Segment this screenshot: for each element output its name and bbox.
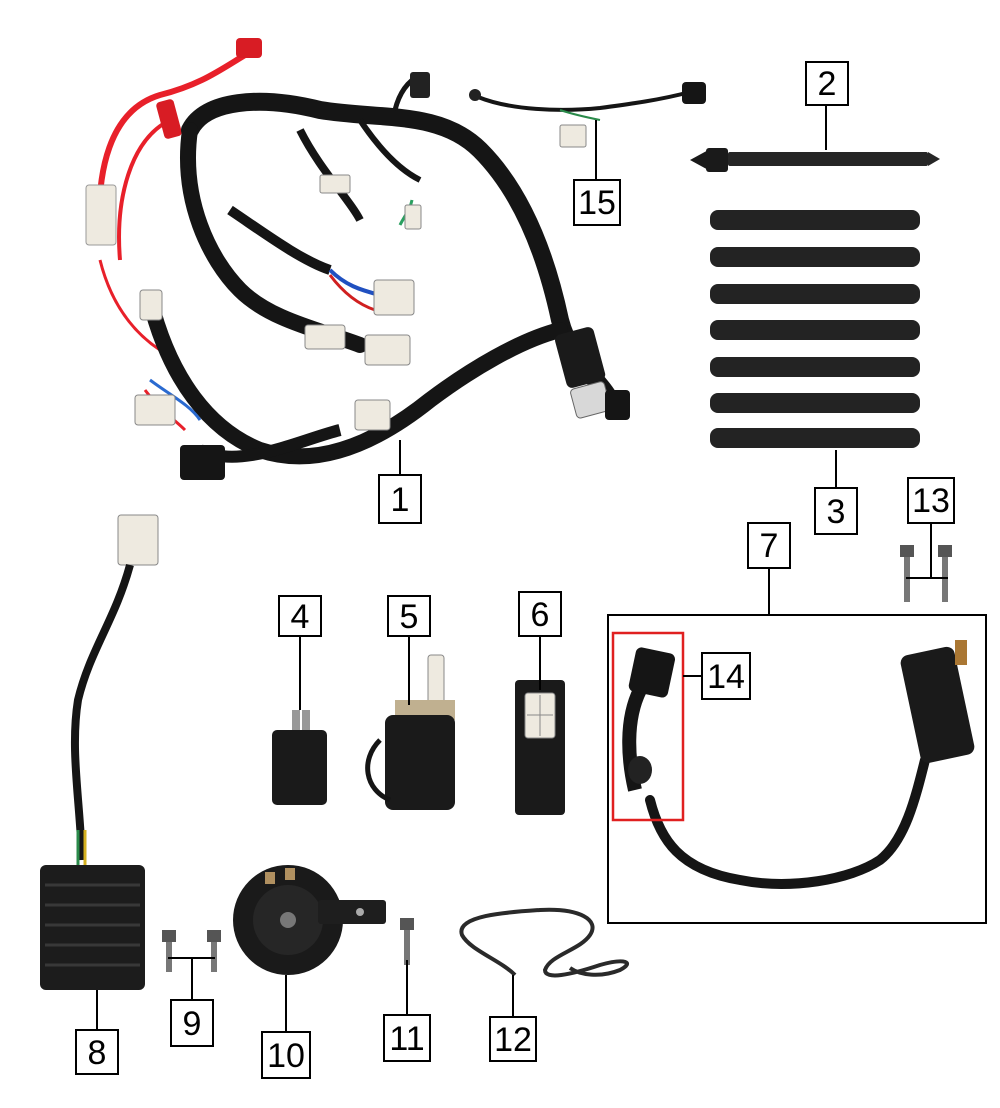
lead-wire-15 (469, 82, 706, 148)
flasher-relay-4 (272, 710, 327, 805)
callout-2: 2 (805, 61, 849, 106)
callout-9-label: 9 (183, 1005, 202, 1043)
bolts-13 (900, 545, 952, 602)
bolt-11 (400, 918, 414, 965)
callout-10-label: 10 (267, 1037, 305, 1075)
callout-7: 7 (747, 522, 791, 569)
callout-14: 14 (701, 652, 751, 700)
group-frame-7 (607, 614, 987, 924)
callout-15-label: 15 (578, 184, 616, 222)
highlight-frame-14 (611, 631, 685, 822)
leader-lines (96, 105, 948, 1032)
callout-15: 15 (573, 179, 621, 226)
clip-12 (459, 907, 629, 978)
cable-ties-3 (710, 210, 920, 448)
callout-5-label: 5 (400, 598, 419, 636)
callout-2-label: 2 (818, 65, 837, 103)
cable-tie-2 (690, 148, 940, 172)
callout-3: 3 (814, 487, 858, 535)
callout-8: 8 (75, 1029, 119, 1075)
callout-6: 6 (518, 591, 562, 637)
callout-11: 11 (383, 1014, 431, 1062)
regulator-rectifier-8 (40, 514, 159, 990)
callout-12-label: 12 (494, 1021, 532, 1059)
callout-12: 12 (489, 1016, 537, 1062)
callout-1: 1 (378, 474, 422, 524)
wiring-harness (85, 38, 630, 480)
callout-10: 10 (261, 1031, 311, 1079)
callout-4-label: 4 (291, 598, 310, 636)
callout-13: 13 (907, 477, 955, 524)
cdi-unit-6 (515, 680, 565, 815)
callout-8-label: 8 (88, 1034, 107, 1072)
callout-5: 5 (387, 595, 431, 637)
callout-4: 4 (278, 595, 322, 637)
callout-14-label: 14 (707, 658, 745, 696)
callout-9: 9 (170, 999, 214, 1047)
callout-7-label: 7 (760, 527, 779, 565)
callout-11-label: 11 (389, 1020, 424, 1058)
callout-13-label: 13 (912, 482, 950, 520)
ignition-coil-7 (622, 640, 975, 889)
starter-relay-5 (365, 654, 455, 810)
callout-6-label: 6 (531, 596, 550, 634)
callout-3-label: 3 (827, 493, 846, 531)
horn-10 (233, 865, 386, 975)
callout-1-label: 1 (391, 481, 410, 519)
